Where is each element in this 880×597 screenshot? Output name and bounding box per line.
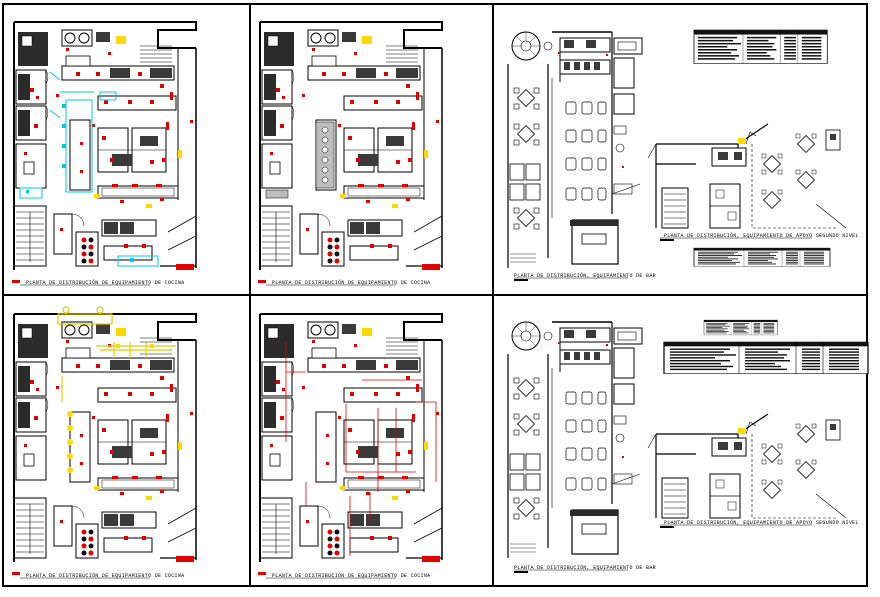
- kitchen-plan-panel-2: [257, 21, 443, 284]
- equipment-table-top: [693, 29, 828, 64]
- caption-second-top: PLANTA DE DISTRIBUCIÓN, EQUIPAMIENTO DE …: [664, 233, 859, 239]
- equipment-table-small: [693, 247, 831, 267]
- kitchen-plan-panel-1: [11, 21, 197, 284]
- kitchen-plan-panel-5: [257, 313, 443, 576]
- caption-second-bottom: PLANTA DE DISTRIBUCIÓN, EQUIPAMIENTO DE …: [664, 520, 859, 526]
- caption-bar-bottom: PLANTA DE DISTRIBUCIÓN, EQUIPAMIENTO DE …: [514, 565, 656, 571]
- caption-kitchen-4: PLANTA DE DISTRIBUCIÓN DE EQUIPAMIENTO D…: [272, 573, 431, 579]
- caption-kitchen-3: PLANTA DE DISTRIBUCIÓN DE EQUIPAMIENTO D…: [26, 573, 185, 579]
- equipment-table-header: [703, 319, 778, 336]
- caption-kitchen-1: PLANTA DE DISTRIBUCIÓN DE EQUIPAMIENTO D…: [26, 280, 185, 286]
- caption-kitchen-2: PLANTA DE DISTRIBUCIÓN DE EQUIPAMIENTO D…: [272, 280, 431, 286]
- equipment-table-wide: [663, 341, 869, 375]
- caption-bar-top: PLANTA DE DISTRIBUCIÓN, EQUIPAMIENTO DE …: [514, 273, 656, 279]
- kitchen-plan-panel-4: [11, 306, 197, 576]
